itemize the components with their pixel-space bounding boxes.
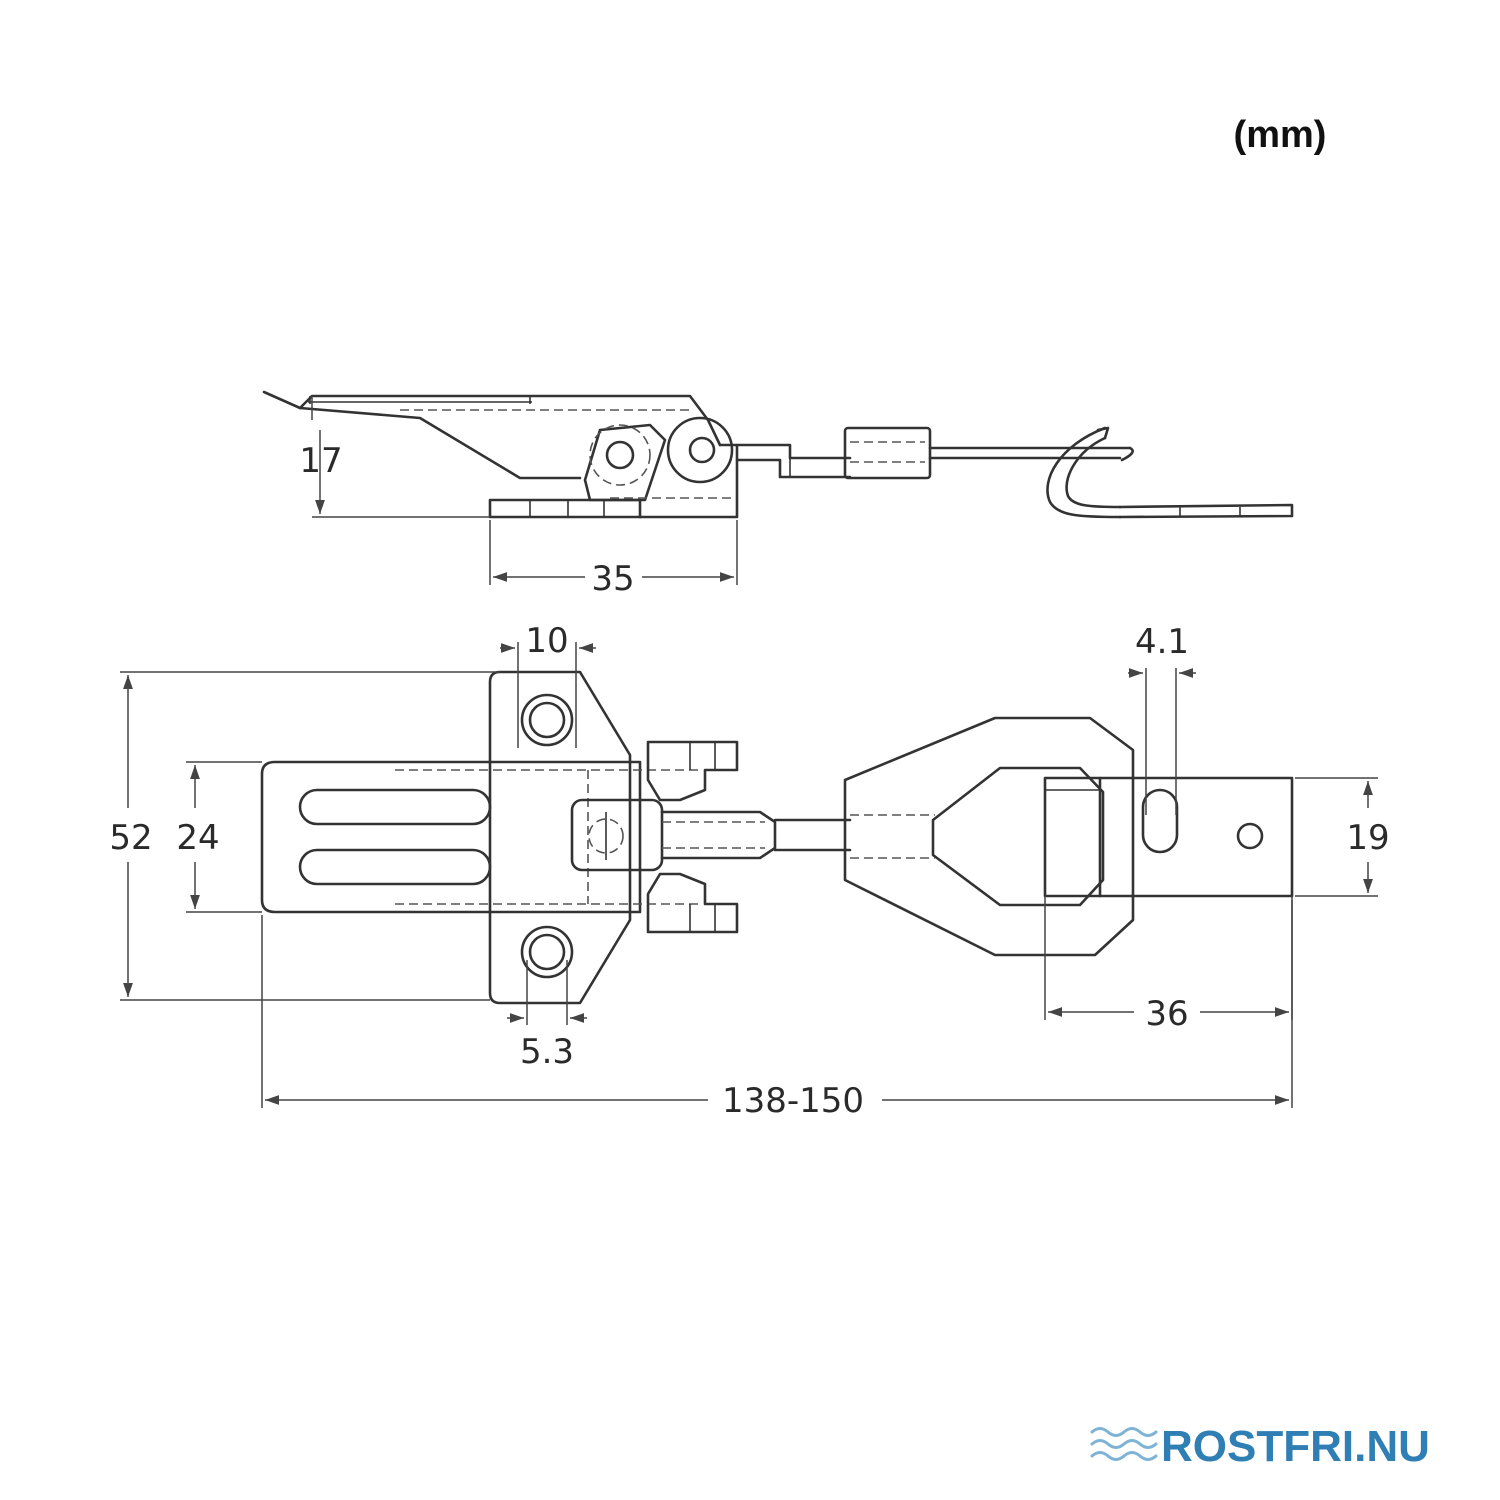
unit-label: (mm) xyxy=(1234,114,1327,156)
dim-label-10: 10 xyxy=(525,621,568,661)
dim-hole-spacing: 10 xyxy=(500,621,596,748)
dim-label-5-3: 5.3 xyxy=(520,1032,574,1072)
dim-label-35: 35 xyxy=(591,559,634,599)
dim-body-width: 24 xyxy=(176,761,262,913)
dim-slot-width: 4.1 xyxy=(1128,622,1196,815)
dim-label-52: 52 xyxy=(109,818,152,858)
dim-label-24: 24 xyxy=(176,818,219,858)
dim-catch-length: 36 xyxy=(1044,896,1293,1034)
logo-text: ROSTFRI.NU xyxy=(1161,1422,1430,1471)
top-view xyxy=(260,670,1294,1005)
side-view xyxy=(262,390,1294,519)
dim-label-17: 17 xyxy=(299,441,342,481)
waves-icon xyxy=(1090,1427,1158,1461)
brand-logo: ROSTFRI.NU xyxy=(1090,1422,1430,1471)
dim-label-138-150: 138-150 xyxy=(722,1081,864,1121)
dim-side-height: 17 xyxy=(299,396,490,518)
dim-label-36: 36 xyxy=(1145,994,1188,1034)
dim-base-length: 35 xyxy=(489,520,738,599)
dim-label-4-1: 4.1 xyxy=(1135,622,1189,662)
dim-hole-diameter: 5.3 xyxy=(507,960,587,1072)
dim-label-19: 19 xyxy=(1346,818,1389,858)
dim-overall-length: 138-150 xyxy=(261,900,1293,1121)
dim-catch-width: 19 xyxy=(1295,777,1390,897)
dim-overall-width: 52 xyxy=(109,671,500,1001)
